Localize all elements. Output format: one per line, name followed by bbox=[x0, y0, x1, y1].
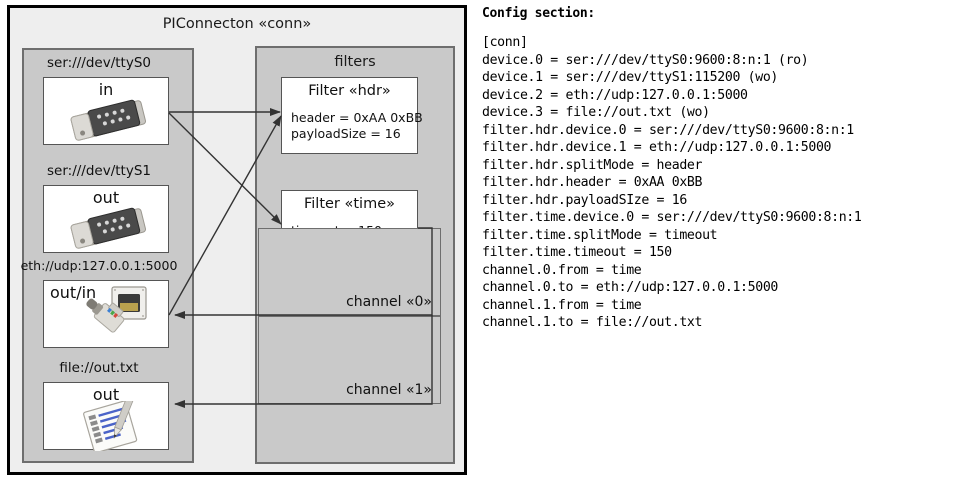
channel-label-1: channel «1» bbox=[346, 382, 432, 398]
filter-props-hdr: header = 0xAA 0xBB payloadSize = 16 bbox=[291, 110, 423, 141]
device-label-eth: eth://udp:127.0.0.1:5000 bbox=[20, 258, 178, 273]
channel-box-1[interactable]: channel «1» bbox=[258, 316, 441, 404]
device-label-ser0: ser:///dev/ttyS0 bbox=[47, 55, 151, 71]
filter-title-hdr: Filter «hdr» bbox=[308, 83, 391, 99]
channel-box-0[interactable]: channel «0» bbox=[258, 228, 441, 316]
component-title: PIConnecton «conn» bbox=[162, 16, 312, 32]
serial-port-icon bbox=[70, 99, 146, 141]
device-box-ser1[interactable]: out bbox=[43, 185, 169, 253]
device-box-eth[interactable]: out/in bbox=[43, 280, 169, 348]
channel-label-0: channel «0» bbox=[346, 294, 432, 310]
device-box-file[interactable]: out bbox=[43, 382, 169, 451]
filter-box-hdr[interactable]: Filter «hdr» header = 0xAA 0xBB payloadS… bbox=[281, 77, 423, 154]
config-text: [conn] device.0 = ser:///dev/ttyS0:9600:… bbox=[482, 35, 862, 330]
device-label-file: file://out.txt bbox=[59, 360, 139, 376]
serial-port-icon bbox=[70, 207, 146, 249]
text-file-icon bbox=[83, 401, 138, 451]
filters-panel-title: filters bbox=[334, 54, 376, 70]
ethernet-icon bbox=[86, 286, 147, 333]
device-label-ser1: ser:///dev/ttyS1 bbox=[47, 163, 151, 179]
device-box-ser0[interactable]: in bbox=[43, 77, 169, 145]
config-section: Config section: [conn] device.0 = ser://… bbox=[482, 6, 960, 332]
config-heading: Config section: bbox=[482, 6, 595, 21]
filter-title-time: Filter «time» bbox=[303, 196, 396, 212]
